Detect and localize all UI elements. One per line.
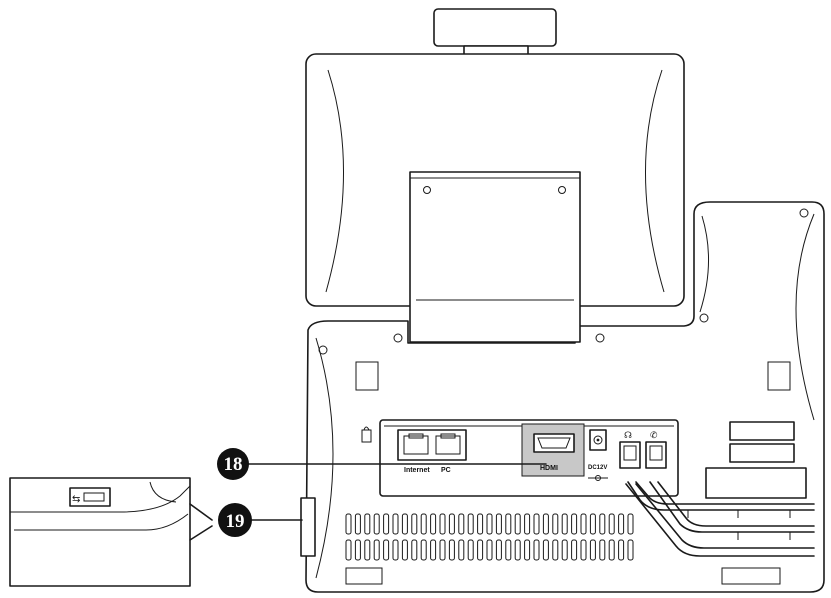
callout-18-number: 18 [224,454,243,475]
vent-slot [589,539,596,561]
vent-slot [580,513,587,535]
vent-slot [383,539,390,561]
vent-slot [373,539,380,561]
stand [409,171,581,343]
vent-slot [505,513,512,535]
vent-slot [542,539,549,561]
usb-icon: ⇆ [72,494,80,505]
vent-slot [364,513,371,535]
vent-slot [618,513,625,535]
vent-slot [458,539,465,561]
security-lock-icon [361,426,372,443]
vent-slot [561,513,568,535]
dc-port-label: DC12V [588,465,607,471]
screw-holes [318,208,809,355]
vent-slot [430,539,437,561]
vent-slot [420,539,427,561]
vent-slot [392,539,399,561]
vent-slot [383,513,390,535]
usb-detail-inset: ⇆ [9,477,191,587]
vent-slot [514,539,521,561]
vent-slot [420,513,427,535]
vent-slot [505,539,512,561]
vent-slot [495,539,502,561]
vent-slot [524,513,531,535]
vent-slot [627,539,634,561]
ventilation-slots [345,513,634,561]
vent-slot [430,513,437,535]
callout-19: 19 [218,503,252,537]
vent-slot [533,513,540,535]
vent-slot [448,513,455,535]
vent-slot [495,513,502,535]
pc-port-label: PC [441,467,451,474]
vent-slot [448,539,455,561]
ethernet-ports [397,429,467,461]
headset-port: ☊ [619,431,641,469]
hdmi-port-label: HDMI [540,465,558,472]
handset-icon: ✆ [650,431,658,441]
rubber-feet [345,361,791,585]
vent-slot [354,539,361,561]
vent-slot [627,513,634,535]
vent-slot [486,539,493,561]
side-usb-slot [300,497,316,557]
callout-18: 18 [217,448,249,480]
vent-slot [439,513,446,535]
vent-slot [467,539,474,561]
vent-slot [345,539,352,561]
vent-slot [599,513,606,535]
vent-slot [364,539,371,561]
vent-slot [524,539,531,561]
vent-slot [477,539,484,561]
headset-icon: ☊ [624,431,632,441]
hdmi-port [521,423,585,477]
handset-port: ✆ [645,431,667,469]
vent-slot [561,539,568,561]
vent-slot [580,539,587,561]
vent-slot [571,539,578,561]
vent-slot [542,513,549,535]
vent-slot [618,539,625,561]
vent-slot [533,539,540,561]
vent-slot [411,513,418,535]
vent-slot [608,513,615,535]
vent-slot [571,513,578,535]
vent-slot [589,513,596,535]
vent-slot [514,513,521,535]
vent-slot [439,539,446,561]
vent-slot [401,539,408,561]
vent-slot [552,513,559,535]
vent-slot [477,513,484,535]
vent-slot [458,513,465,535]
vent-slot [411,539,418,561]
vent-slot [486,513,493,535]
vent-slot [373,513,380,535]
dc-power-jack [588,429,608,481]
vent-slot [552,539,559,561]
vent-slot [401,513,408,535]
vent-slot [345,513,352,535]
vent-slot [354,513,361,535]
internet-port-label: Internet [404,467,430,474]
vent-slot [467,513,474,535]
callout-19-number: 19 [226,511,245,532]
cable-channels [625,421,815,557]
leader-lines [189,463,547,541]
vent-slot [599,539,606,561]
vent-slot [392,513,399,535]
vent-slot [608,539,615,561]
